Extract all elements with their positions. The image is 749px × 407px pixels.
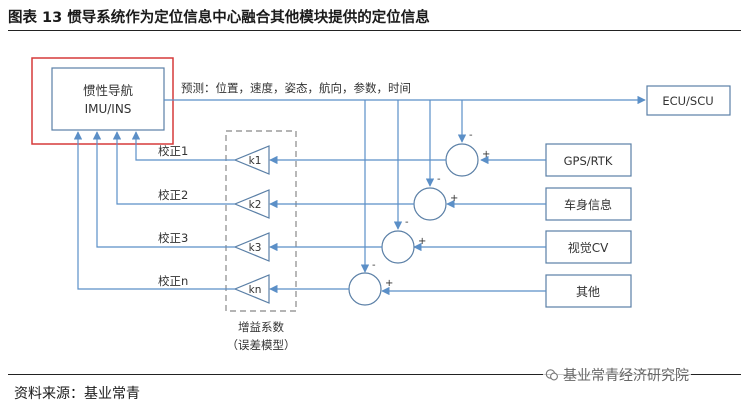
plus-sign-1: + xyxy=(482,149,490,160)
source-note: 资料来源：基业常青 xyxy=(14,386,140,402)
watermark: 基业常青经济研究院 xyxy=(543,365,691,385)
correction-label-2: 校正2 xyxy=(158,188,188,202)
minus-sign-1: - xyxy=(469,130,473,141)
imu-box xyxy=(51,67,165,131)
summing-junction-n xyxy=(348,272,382,306)
correction-path-1 xyxy=(131,131,235,161)
gain-label-2: k2 xyxy=(249,199,262,211)
gain-label-1: k1 xyxy=(249,155,262,167)
correction-path-2 xyxy=(112,131,235,205)
plus-sign-n: + xyxy=(385,278,393,289)
source-label-other: 其他 xyxy=(576,285,600,299)
minus-sign-2: - xyxy=(437,174,441,185)
source-label-vehicle: 车身信息 xyxy=(564,197,612,212)
summing-junction-3 xyxy=(381,230,415,264)
source-divider xyxy=(8,374,741,375)
correction-label-n: 校正n xyxy=(158,274,188,288)
summing-junction-2 xyxy=(413,187,447,221)
gain-label-3: k3 xyxy=(249,242,262,254)
ecu-box xyxy=(646,85,731,116)
title-divider xyxy=(8,30,741,31)
gain-group-sublabel: （误差模型） xyxy=(227,338,296,352)
correction-path-n xyxy=(73,131,235,290)
gain-triangle-n xyxy=(233,274,270,304)
source-label-gps: GPS/RTK xyxy=(564,154,613,168)
correction-path-3 xyxy=(92,131,235,248)
source-label-vision: 视觉CV xyxy=(568,240,609,255)
wechat-icon xyxy=(545,369,558,381)
gain-triangle-1 xyxy=(233,145,270,175)
gain-label-n: kn xyxy=(249,284,262,296)
watermark-text: 基业常青经济研究院 xyxy=(563,368,689,384)
figure-title: 图表 13 惯导系统作为定位信息中心融合其他模块提供的定位信息 xyxy=(8,10,430,26)
ecu-label: ECU/SCU xyxy=(662,94,713,108)
gain-triangle-3 xyxy=(233,232,270,262)
minus-sign-3: - xyxy=(405,217,409,228)
correction-label-3: 校正3 xyxy=(158,231,188,245)
gain-triangle-2 xyxy=(233,189,270,219)
plus-sign-3: + xyxy=(418,236,426,247)
prediction-label: 预测：位置，速度，姿态，航向，参数，时间 xyxy=(181,81,411,95)
plus-sign-2: + xyxy=(450,193,458,204)
imu-label-cn: 惯性导航 xyxy=(83,83,134,98)
gain-group-frame xyxy=(225,130,297,312)
summing-junction-1 xyxy=(445,143,479,177)
minus-sign-n: - xyxy=(372,260,376,271)
source-box-gps xyxy=(545,143,632,177)
correction-label-1: 校正1 xyxy=(158,144,188,158)
imu-label-en: IMU/INS xyxy=(85,102,132,116)
imu-highlight-frame xyxy=(31,57,174,145)
gain-group-label: 增益系数 xyxy=(238,320,284,334)
